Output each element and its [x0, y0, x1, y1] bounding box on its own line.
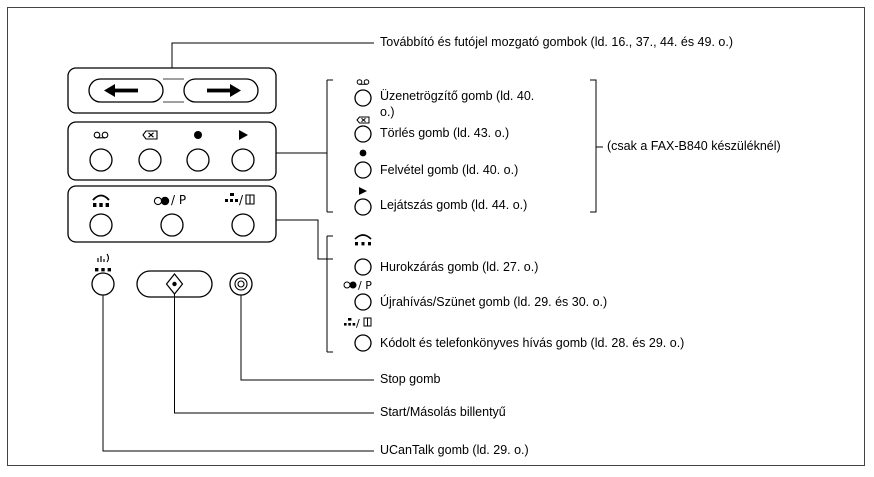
diagram-frame: [7, 7, 865, 466]
label-uzenetrogzito-cont: o.): [380, 105, 395, 119]
handset-icon: [92, 194, 110, 207]
tape-icon: [93, 131, 109, 139]
legend-redial-icon: [343, 281, 357, 289]
legend-book-icon: [344, 317, 372, 327]
legend-record-button: [354, 161, 372, 179]
stop-button[interactable]: [229, 272, 253, 296]
label-kodolt: Kódolt és telefonkönyves hívás gomb (ld.…: [380, 336, 685, 350]
legend-handset-icon: [354, 234, 372, 246]
left-arrow-icon: [104, 84, 138, 97]
left-arrow-button[interactable]: [88, 78, 164, 103]
label-csak-fax: (csak a FAX-B840 készüléknél): [607, 139, 781, 153]
hook-button[interactable]: [89, 213, 113, 237]
label-ucantalk: UCanTalk gomb (ld. 29. o.): [380, 443, 529, 457]
label-felvetel: Felvétel gomb (ld. 40. o.): [380, 163, 519, 177]
legend-play-button: [354, 198, 372, 216]
label-tovabbito: Továbbító és futójel mozgató gombok (ld.…: [380, 35, 733, 49]
coded-dial-symbol: /: [239, 193, 244, 207]
redial-pause-button[interactable]: [160, 213, 184, 237]
legend-hook-button: [354, 258, 372, 276]
legend-delete-button: [354, 125, 372, 143]
arrow-button-panel: [67, 67, 277, 114]
ucantalk-icon: [95, 253, 111, 272]
start-diamond-icon: [165, 273, 184, 295]
legend-record-icon: [359, 149, 367, 157]
label-lejatszas: Lejátszás gomb (ld. 44. o.): [380, 198, 528, 212]
legend-tape-icon: [356, 79, 370, 85]
tape-button[interactable]: [89, 148, 113, 172]
record-dot-icon: [194, 131, 202, 139]
play-button[interactable]: [231, 148, 255, 172]
label-hurokzaras: Hurokzárás gomb (ld. 27. o.): [380, 260, 539, 274]
stop-icon: [234, 277, 248, 291]
phone-button-panel: [67, 185, 277, 243]
legend-coded-button: [354, 334, 372, 352]
legend-play-icon: [359, 187, 367, 195]
coded-dial-button[interactable]: [231, 213, 255, 237]
delete-icon: [142, 130, 158, 140]
label-uzenetrogzito: Üzenetrögzítő gomb (ld. 40.: [380, 89, 535, 103]
label-start: Start/Másolás billentyű: [380, 405, 506, 419]
right-arrow-icon: [207, 84, 241, 97]
label-stop: Stop gomb: [380, 372, 441, 386]
legend-delete-icon: [356, 116, 370, 124]
ucantalk-button[interactable]: [91, 272, 115, 296]
play-triangle-icon: [239, 130, 248, 140]
delete-button[interactable]: [138, 148, 162, 172]
record-button[interactable]: [186, 148, 210, 172]
book-icon: [225, 193, 255, 205]
legend-coded-dial-symbol: /: [356, 317, 360, 330]
legend-redial-pause-symbol: / P: [358, 279, 372, 292]
right-arrow-button[interactable]: [183, 78, 259, 103]
legend-redial-button: [354, 293, 372, 311]
label-torles: Törlés gomb (ld. 43. o.): [380, 126, 510, 140]
redial-pause-symbol: / P: [171, 193, 187, 207]
legend-tape-button: [354, 89, 372, 107]
leader-lines: [102, 42, 603, 452]
answering-machine-panel: [67, 121, 277, 181]
redial-icon: [153, 196, 170, 206]
label-ujrahivas: Újrahívás/Szünet gomb (ld. 29. és 30. o.…: [380, 295, 608, 309]
